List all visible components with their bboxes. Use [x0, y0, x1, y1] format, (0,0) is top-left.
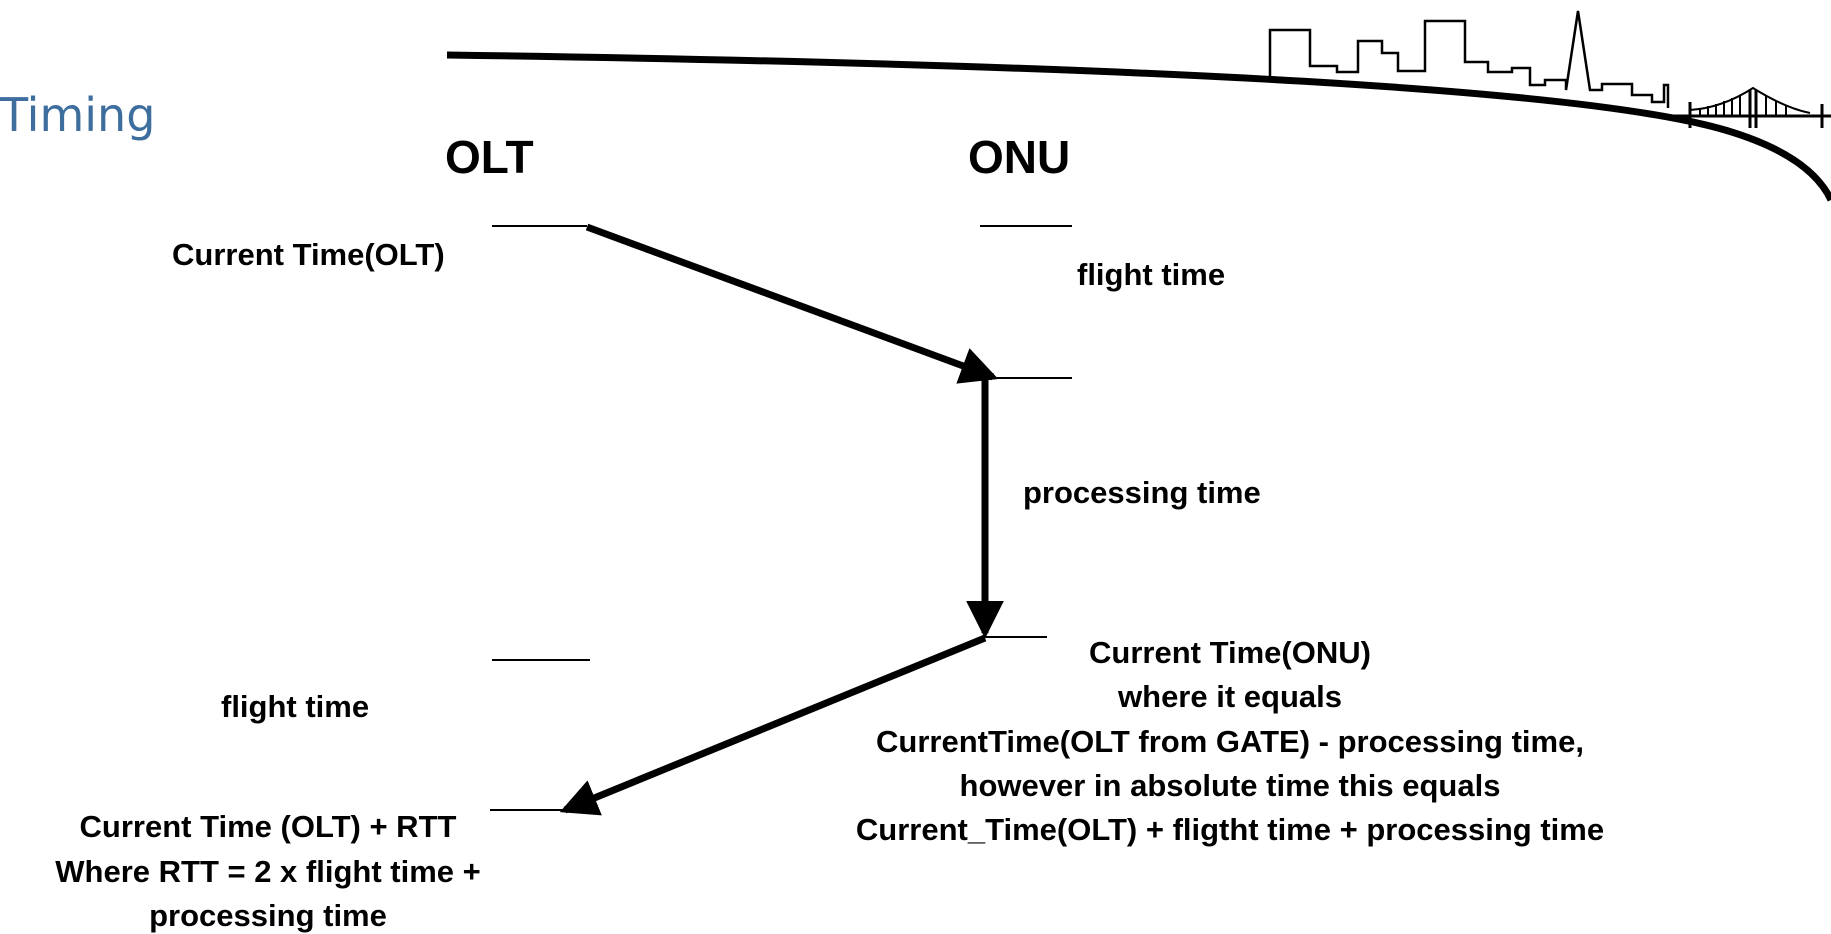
onu-note-line: however in absolute time this equals — [960, 768, 1501, 803]
skyline-icon — [1268, 10, 1670, 108]
header-skyline-graphic — [446, 10, 1831, 202]
flight-time-top-label: flight time — [1077, 257, 1225, 292]
header-arc — [446, 51, 1831, 202]
onu-note-line: where it equals — [1117, 679, 1342, 714]
downstream-arrow — [585, 223, 999, 384]
page-title: Timing — [0, 88, 156, 142]
onu-note-line: Current Time(ONU) — [1089, 635, 1371, 670]
bridge-icon — [1665, 86, 1831, 128]
onu-header: ONU — [968, 131, 1070, 183]
onu-note-line: Current_Time(OLT) + fligtht time + proce… — [856, 812, 1604, 847]
processing-time-label: processing time — [1023, 475, 1261, 510]
upstream-arrow — [559, 634, 987, 816]
onu-note-line: CurrentTime(OLT from GATE) - processing … — [876, 724, 1584, 759]
flight-time-bottom-label: flight time — [221, 689, 369, 724]
olt-header: OLT — [445, 131, 534, 183]
rtt-note-line: processing time — [149, 898, 387, 933]
current-time-olt-label: Current Time(OLT) — [172, 237, 445, 272]
rtt-note: Current Time (OLT) + RTT Where RTT = 2 x… — [55, 809, 480, 933]
rtt-note-line: Where RTT = 2 x flight time + — [55, 854, 480, 889]
timing-arrows — [559, 223, 1004, 816]
rtt-note-line: Current Time (OLT) + RTT — [80, 809, 457, 844]
onu-note: Current Time(ONU) where it equals Curren… — [856, 635, 1604, 847]
